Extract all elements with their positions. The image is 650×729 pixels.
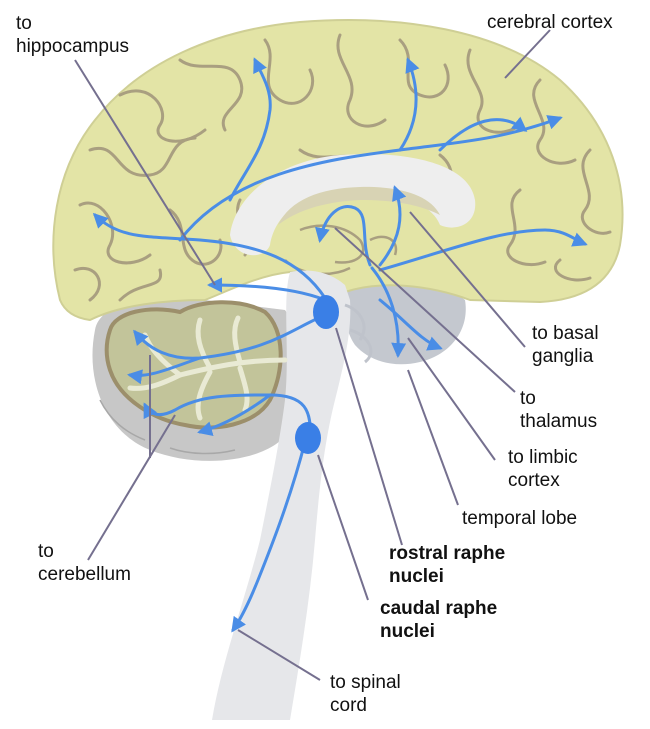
label-limbic-cortex: to limbic cortex [508, 447, 583, 491]
label-cerebral-cortex: cerebral cortex [487, 12, 613, 33]
label-temporal-lobe: temporal lobe [462, 508, 577, 529]
label-thalamus: to thalamus [520, 388, 597, 432]
label-cerebellum: to cerebellum [38, 541, 131, 585]
leader-temporal-lobe [408, 370, 458, 505]
label-rostral-raphe: rostral raphe nuclei [389, 543, 510, 587]
label-spinal-cord: to spinal cord [330, 672, 406, 716]
leader-limbic-cortex [408, 338, 495, 460]
label-caudal-raphe: caudal raphe nuclei [380, 598, 503, 642]
label-basal-ganglia: to basal ganglia [532, 323, 604, 367]
label-hippocampus: to hippocampus [16, 13, 129, 57]
leader-caudal-raphe [318, 455, 368, 600]
caudal-raphe-nucleus [295, 422, 321, 454]
rostral-raphe-nucleus [313, 295, 339, 329]
